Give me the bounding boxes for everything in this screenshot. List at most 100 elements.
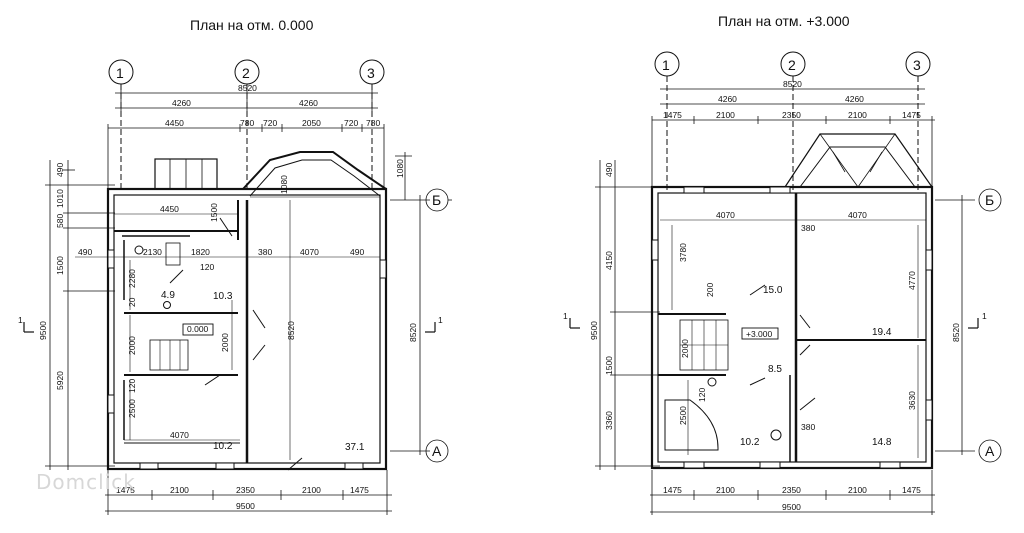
dims-top-2: [651, 88, 935, 190]
svg-text:1080: 1080: [395, 159, 405, 178]
dim-bottom-row: 1475: [663, 485, 682, 495]
dim-top-half-left: 4260: [718, 94, 737, 104]
svg-text:5920: 5920: [55, 371, 65, 390]
dim-top-total: 8520: [238, 83, 257, 93]
plan-title-ground: План на отм. 0.000: [190, 17, 314, 33]
plan-upper: [569, 51, 1002, 515]
dim-top-row: 720: [344, 118, 358, 128]
level-mark: +3.000: [746, 329, 773, 339]
axis-label-2: 2: [242, 65, 250, 81]
dim-bottom-row: 1475: [902, 485, 921, 495]
dim-bottom-row: 2100: [170, 485, 189, 495]
dim-bottom-row: 2350: [782, 485, 801, 495]
dim-top-row: 1475: [663, 110, 682, 120]
plan-upper-text: 1 2 3 Б А 1 1 8520 4260 4260 1475 2100 2…: [563, 57, 995, 512]
dims-interior-labels-2: 4070 4070 380 3780 4770 200 2000 120 250…: [678, 210, 917, 432]
axis-label-b: Б: [432, 192, 441, 208]
dims-bottom-2: [650, 470, 935, 515]
axis-label-1: 1: [116, 65, 124, 81]
dim-bottom-row: 2350: [236, 485, 255, 495]
watermark-logo: Domclick: [36, 470, 136, 494]
axis-markers-top-2: [654, 51, 931, 190]
walls-ground: [106, 151, 388, 471]
dims-bottom: [105, 470, 392, 515]
section-label-right: 1: [438, 315, 443, 325]
svg-text:490: 490: [604, 163, 614, 177]
svg-text:9500: 9500: [589, 321, 599, 340]
dim-top-half-left: 4260: [172, 98, 191, 108]
dim-top-row: 780: [240, 118, 254, 128]
plan-ground-text: 1 2 3 Б А 1 1 8520 4260 4260 4450 780 72…: [18, 65, 443, 511]
dims-top: [107, 89, 385, 190]
dim-bottom-row: 2100: [716, 485, 735, 495]
section-marks: [23, 322, 436, 333]
svg-text:490: 490: [55, 163, 65, 177]
svg-text:2000: 2000: [127, 336, 137, 355]
dim-top-total: 8520: [783, 79, 802, 89]
svg-text:120: 120: [127, 379, 137, 393]
axis-label-1: 1: [662, 57, 670, 73]
svg-text:2000: 2000: [680, 339, 690, 358]
svg-text:1080: 1080: [279, 175, 289, 194]
dim-top-row: 4450: [165, 118, 184, 128]
svg-text:2280: 2280: [127, 269, 137, 288]
section-label-left: 1: [563, 311, 568, 321]
axis-label-2: 2: [788, 57, 796, 73]
dim-bottom-total: 9500: [782, 502, 801, 512]
dims-interior-labels: 4450 1500 1080 490 2130 1820 380 4070 49…: [78, 175, 364, 440]
room-area: 10.2: [213, 441, 233, 452]
dims-right: [390, 152, 452, 463]
svg-text:3780: 3780: [678, 243, 688, 262]
room-area: 4.9: [161, 290, 175, 301]
svg-text:200: 200: [705, 283, 715, 297]
svg-text:1500: 1500: [55, 256, 65, 275]
level-mark: 0.000: [187, 324, 209, 334]
room-area: 10.2: [740, 437, 760, 448]
dim-top-row: 780: [366, 118, 380, 128]
svg-text:2500: 2500: [678, 406, 688, 425]
svg-text:1500: 1500: [604, 356, 614, 375]
svg-text:490: 490: [78, 247, 92, 257]
dim-top-row: 2350: [782, 110, 801, 120]
axis-label-a: А: [985, 443, 995, 459]
room-area: 19.4: [872, 327, 892, 338]
plan-ground: [23, 59, 452, 515]
svg-text:580: 580: [55, 214, 65, 228]
svg-text:380: 380: [801, 422, 815, 432]
svg-text:4070: 4070: [716, 210, 735, 220]
svg-text:4070: 4070: [170, 430, 189, 440]
axis-label-3: 3: [367, 65, 375, 81]
axis-label-b: Б: [985, 192, 994, 208]
dim-bottom-row: 2100: [302, 485, 321, 495]
svg-text:8520: 8520: [408, 323, 418, 342]
dims-interior-2: [660, 219, 926, 458]
svg-text:490: 490: [350, 247, 364, 257]
svg-text:4770: 4770: [907, 271, 917, 290]
dim-top-row: 720: [263, 118, 277, 128]
svg-text:4150: 4150: [604, 251, 614, 270]
dim-top-half-right: 4260: [845, 94, 864, 104]
axis-label-3: 3: [913, 57, 921, 73]
walls-upper: [650, 133, 934, 470]
dim-top-row: 2050: [302, 118, 321, 128]
dim-bottom-row: 2100: [848, 485, 867, 495]
dim-top-row: 2100: [848, 110, 867, 120]
section-label-left: 1: [18, 315, 23, 325]
svg-text:3360: 3360: [604, 411, 614, 430]
dim-bottom-row: 1475: [116, 485, 135, 495]
dims-right-2: [935, 188, 1002, 463]
dims-left-labels-2: 490 4150 9500 1500 3360 8520: [589, 163, 961, 430]
room-area: 14.8: [872, 437, 892, 448]
svg-text:120: 120: [697, 388, 707, 402]
section-marks-2: [569, 318, 979, 329]
svg-text:4070: 4070: [848, 210, 867, 220]
svg-text:4070: 4070: [300, 247, 319, 257]
svg-text:3630: 3630: [907, 391, 917, 410]
svg-text:2500: 2500: [127, 399, 137, 418]
svg-text:2130: 2130: [143, 247, 162, 257]
svg-text:380: 380: [258, 247, 272, 257]
dim-bottom-row: 1475: [350, 485, 369, 495]
dims-interior: [75, 196, 380, 460]
dims-left: [45, 160, 115, 470]
svg-text:8520: 8520: [286, 321, 296, 340]
